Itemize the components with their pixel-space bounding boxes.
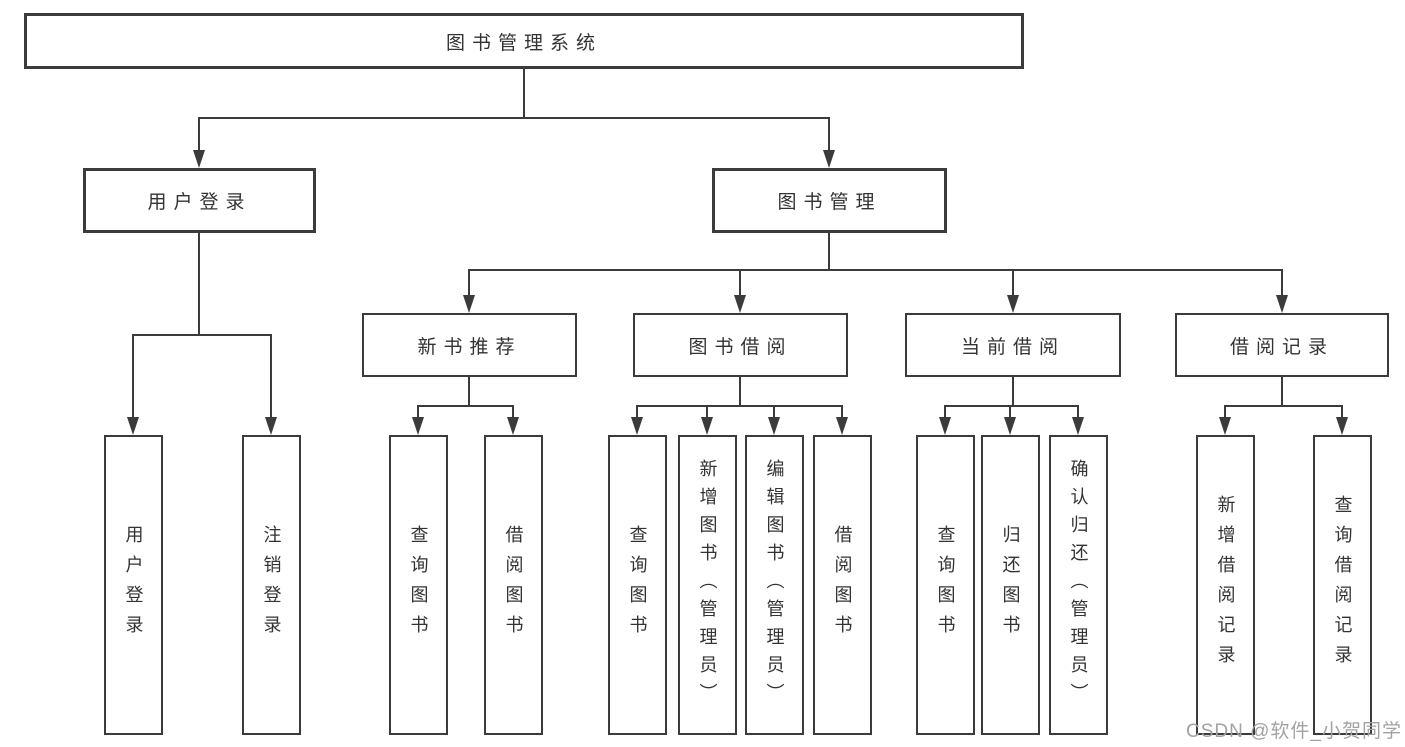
connector-root-branch — [198, 117, 830, 119]
node-book-borrow: 图书借阅 — [633, 313, 848, 377]
connector-borrow-drop-3 — [773, 405, 775, 419]
arrowhead-user-login — [193, 150, 205, 168]
leaf-user-login: 用户登录 — [104, 435, 163, 735]
leaf-current-query-books: 查询图书 — [916, 435, 975, 735]
connector-newbooks-stem — [468, 377, 470, 406]
leaf-borrow-edit-books-admin: 编辑图书（管理员） — [745, 435, 804, 735]
connector-bookmgmt-stem — [828, 233, 830, 271]
arrowhead-borrow-borrow — [836, 417, 848, 435]
arrowhead-current-confirm — [1072, 417, 1084, 435]
csdn-watermark: CSDN @软件_小贺同学 — [1186, 721, 1402, 742]
leaf-records-add-record: 新增借阅记录 — [1196, 435, 1255, 735]
arrowhead-new-books — [463, 295, 475, 313]
arrowhead-leaf-user-login — [127, 417, 139, 435]
arrowhead-records-add — [1219, 417, 1231, 435]
arrowhead-newbooks-query — [412, 417, 424, 435]
arrowhead-records-query — [1336, 417, 1348, 435]
connector-current-drop-1 — [944, 405, 946, 419]
connector-userlogin-drop-1 — [132, 334, 134, 419]
leaf-current-confirm-return-admin: 确认归还（管理员） — [1049, 435, 1108, 735]
connector-borrow-stem — [739, 377, 741, 406]
connector-current-branch — [945, 405, 1079, 407]
arrowhead-book-borrow — [734, 295, 746, 313]
connector-records-stem — [1281, 377, 1283, 406]
node-borrow-records: 借阅记录 — [1175, 313, 1389, 377]
arrowhead-current-borrow — [1007, 295, 1019, 313]
leaf-newbooks-borrow-books: 借阅图书 — [484, 435, 543, 735]
arrowhead-current-query — [939, 417, 951, 435]
connector-records-drop-2 — [1341, 405, 1343, 419]
arrowhead-book-management — [823, 150, 835, 168]
leaf-borrow-borrow-books: 借阅图书 — [813, 435, 872, 735]
arrowhead-borrow-edit — [768, 417, 780, 435]
arrowhead-current-return — [1004, 417, 1016, 435]
leaf-records-query-record: 查询借阅记录 — [1313, 435, 1372, 735]
arrowhead-borrow-add — [701, 417, 713, 435]
connector-root-drop-right — [828, 117, 830, 152]
connector-current-drop-2 — [1009, 405, 1011, 419]
connector-borrow-drop-1 — [636, 405, 638, 419]
node-user-login: 用户登录 — [83, 168, 316, 233]
leaf-current-return-books: 归还图书 — [981, 435, 1040, 735]
arrowhead-borrow-records — [1276, 295, 1288, 313]
node-book-management: 图书管理 — [712, 168, 947, 233]
connector-borrow-drop-2 — [706, 405, 708, 419]
connector-borrow-branch — [637, 405, 843, 407]
connector-records-branch — [1225, 405, 1343, 407]
connector-userlogin-stem — [198, 233, 200, 335]
connector-newbooks-branch — [418, 405, 514, 407]
arrowhead-borrow-query — [631, 417, 643, 435]
leaf-newbooks-query-books: 查询图书 — [389, 435, 448, 735]
connector-newbooks-drop-1 — [417, 405, 419, 419]
connector-current-drop-3 — [1077, 405, 1079, 419]
connector-bookmgmt-drop-2 — [739, 269, 741, 297]
connector-bookmgmt-branch — [469, 269, 1283, 271]
connector-current-stem — [1012, 377, 1014, 406]
connector-borrow-drop-4 — [841, 405, 843, 419]
connector-bookmgmt-drop-1 — [468, 269, 470, 297]
connector-records-drop-1 — [1224, 405, 1226, 419]
node-current-borrow: 当前借阅 — [905, 313, 1121, 377]
node-root: 图书管理系统 — [24, 13, 1024, 69]
connector-root-drop-left — [198, 117, 200, 152]
arrowhead-newbooks-borrow — [507, 417, 519, 435]
connector-root-stem — [523, 69, 525, 119]
leaf-borrow-query-books: 查询图书 — [608, 435, 667, 735]
connector-newbooks-drop-2 — [512, 405, 514, 419]
leaf-borrow-add-books-admin: 新增图书（管理员） — [678, 435, 737, 735]
connector-userlogin-drop-2 — [270, 334, 272, 419]
connector-userlogin-branch — [133, 334, 272, 336]
leaf-logout: 注销登录 — [242, 435, 301, 735]
connector-bookmgmt-drop-3 — [1012, 269, 1014, 297]
connector-bookmgmt-drop-4 — [1281, 269, 1283, 297]
arrowhead-leaf-logout — [265, 417, 277, 435]
node-new-book-recommend: 新书推荐 — [362, 313, 577, 377]
